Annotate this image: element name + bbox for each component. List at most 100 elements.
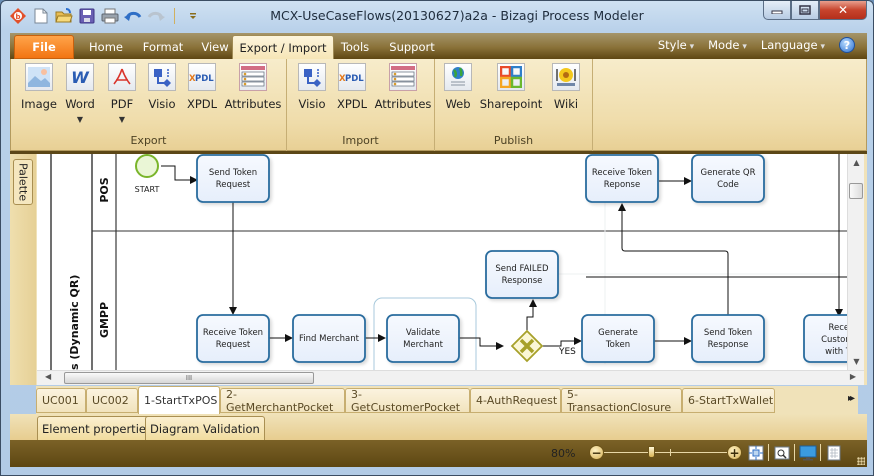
resize-grip[interactable] (857, 457, 865, 465)
scroll-thumb[interactable] (849, 183, 863, 199)
tab-tools[interactable]: Tools (340, 40, 370, 54)
horizontal-scrollbar[interactable]: ◀ III ▶ (37, 370, 864, 385)
publish-wiki-button[interactable]: Wiki (547, 63, 585, 111)
diagram-tab-getcustomerpocket[interactable]: 3-GetCustomerPocket (345, 388, 470, 414)
button-label: Visio (148, 97, 176, 111)
svg-text:W: W (71, 68, 90, 87)
diagram-tab-starttxwallet[interactable]: 6-StartTxWallet (682, 388, 775, 413)
maximize-button[interactable] (791, 1, 819, 20)
task-label: Send Token (704, 328, 752, 338)
minimize-icon (771, 10, 783, 14)
task-find-merchant[interactable]: Find Merchant (292, 314, 366, 363)
task-label: Request (216, 340, 251, 350)
svg-text:PDL: PDL (345, 74, 364, 83)
zoom-in-button[interactable]: + (727, 445, 742, 460)
help-icon[interactable]: ? (839, 37, 855, 53)
tab-export-import[interactable]: Export / Import (232, 35, 334, 60)
task-generate-qr-code[interactable]: Generate QR Code (691, 154, 765, 203)
minimize-button[interactable] (763, 1, 791, 20)
quick-access-toolbar: b (9, 7, 202, 25)
diagram-tab-uc002[interactable]: UC002 (86, 388, 138, 413)
mode-menu[interactable]: Mode (708, 38, 747, 52)
export-image-button[interactable]: Image (16, 63, 62, 111)
scroll-left-icon[interactable]: ◀ (45, 372, 52, 381)
tab-diagram-validation[interactable]: Diagram Validation (145, 416, 265, 440)
tab-view[interactable]: View (201, 40, 229, 54)
panel-tab-bar: Element properties Diagram Validation (10, 414, 867, 440)
open-folder-icon[interactable] (55, 7, 73, 25)
dropdown-arrow-icon[interactable]: ▼ (118, 115, 126, 124)
fit-to-page-icon[interactable] (747, 444, 765, 461)
task-send-token-response[interactable]: Send Token Response (691, 314, 765, 363)
task-label: Validate (406, 328, 440, 338)
group-artifact (373, 297, 477, 370)
more-tabs-icon[interactable]: ▸▸ (847, 393, 855, 404)
diagram-tab-getmerchantpocket[interactable]: 2-GetMerchantPocket (220, 388, 345, 414)
palette-tab[interactable]: Palette (13, 159, 33, 205)
exclusive-gateway[interactable] (510, 329, 544, 363)
publish-sharepoint-button[interactable]: Sharepoint (480, 63, 542, 111)
start-event[interactable] (135, 154, 159, 178)
task-label: Generate QR (701, 168, 756, 178)
scroll-up-icon[interactable]: ▲ (853, 158, 860, 167)
diagram-tab-bar: UC001 UC002 1-StartTxPOS 2-GetMerchantPo… (36, 386, 858, 414)
ghost-guide-lines (522, 154, 837, 364)
tab-support[interactable]: Support (389, 40, 435, 54)
ribbon-tab-bar: File Home Format View Export / Import To… (10, 33, 867, 60)
presentation-icon[interactable] (799, 444, 817, 461)
import-attributes-button[interactable]: Attributes (375, 63, 431, 111)
vertical-scrollbar[interactable]: ▲ ▼ (847, 154, 864, 370)
zoom-out-button[interactable]: − (589, 445, 604, 460)
button-label: Visio (298, 97, 326, 111)
diagram-canvas[interactable]: s (Dynamic QR) POS GMPP YES (37, 154, 847, 370)
publish-web-button[interactable]: Web (439, 63, 477, 111)
zoom-window-icon[interactable] (773, 444, 791, 461)
task-receive-token-request[interactable]: Receive Token Request (196, 314, 270, 363)
undo-icon[interactable] (124, 7, 142, 25)
task-send-failed-response[interactable]: Send FAILED Response (485, 250, 559, 299)
diagram-tab-authrequest[interactable]: 4-AuthRequest (470, 388, 561, 413)
scroll-down-icon[interactable]: ▼ (853, 357, 860, 366)
customize-toolbar-icon[interactable] (184, 7, 202, 25)
task-validate-merchant[interactable]: Validate Merchant (386, 314, 460, 363)
group-label: Import (342, 134, 379, 147)
task-receive-token-reponse[interactable]: Receive Token Reponse (585, 154, 659, 203)
tab-element-properties[interactable]: Element properties (37, 416, 157, 440)
svg-text:PDL: PDL (195, 74, 214, 83)
redo-icon[interactable] (147, 7, 165, 25)
export-visio-button[interactable]: Visio (143, 63, 181, 111)
print-icon[interactable] (101, 7, 119, 25)
zoom-slider-track[interactable] (604, 452, 727, 453)
tab-format[interactable]: Format (142, 40, 184, 54)
svg-text:X: X (339, 74, 346, 83)
dropdown-arrow-icon[interactable]: ▼ (76, 115, 84, 124)
button-label: XPDL (336, 97, 368, 111)
close-icon: ✕ (837, 3, 849, 17)
zoom-slider-thumb[interactable] (648, 446, 655, 458)
new-document-icon[interactable] (32, 7, 50, 25)
export-pdf-button[interactable]: PDF ▼ (103, 63, 141, 124)
close-button[interactable]: ✕ (819, 1, 867, 20)
export-word-button[interactable]: W Word ▼ (61, 63, 99, 124)
task-generate-token[interactable]: Generate Token (581, 314, 655, 363)
tab-file[interactable]: File (14, 35, 74, 59)
page-layout-icon[interactable] (825, 444, 843, 461)
import-visio-button[interactable]: Visio (293, 63, 331, 111)
scroll-right-icon[interactable]: ▶ (849, 372, 856, 381)
task-label: Code (717, 180, 739, 190)
diagram-tab-transactionclosure[interactable]: 5-TransactionClosure (561, 388, 682, 414)
task-receive-customer[interactable]: Recei Custome with To (803, 314, 847, 363)
export-attributes-button[interactable]: Attributes (225, 63, 281, 111)
save-icon[interactable] (78, 7, 96, 25)
diagram-tab-starttxpos[interactable]: 1-StartTxPOS (138, 386, 220, 414)
task-send-token-request[interactable]: Send Token Request (196, 154, 270, 203)
tab-home[interactable]: Home (89, 40, 123, 54)
scroll-thumb[interactable]: III (64, 372, 314, 384)
language-menu[interactable]: Language (761, 38, 825, 52)
separator (768, 444, 769, 461)
style-menu[interactable]: Style (658, 38, 694, 52)
bizagi-logo-icon[interactable]: b (9, 7, 27, 25)
diagram-tab-uc001[interactable]: UC001 (36, 388, 86, 413)
